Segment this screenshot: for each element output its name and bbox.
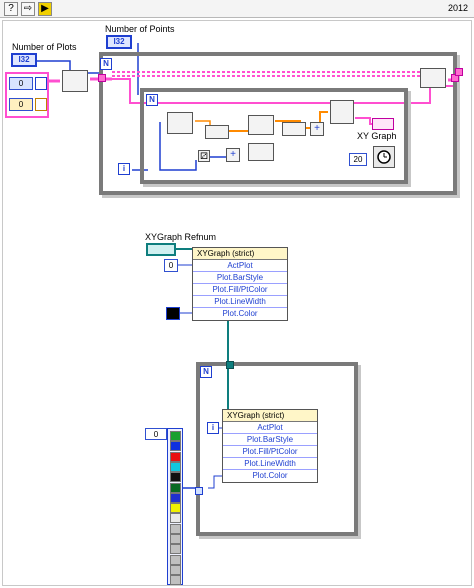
- build-array-node[interactable]: [62, 70, 88, 92]
- outer-loop-count-terminal: N: [100, 58, 112, 70]
- cluster-swatch-0: [35, 77, 47, 90]
- compound-node[interactable]: [205, 125, 229, 139]
- actplot-const[interactable]: 0: [164, 259, 178, 272]
- property-node-title: XYGraph (strict): [193, 248, 287, 260]
- palette-swatch[interactable]: [170, 461, 181, 472]
- prop-barstyle[interactable]: Plot.BarStyle: [193, 272, 287, 284]
- outer-loop-input-tunnel: [98, 74, 106, 82]
- bottom-loop-count-terminal: N: [200, 366, 212, 378]
- run-icon[interactable]: ▶: [38, 2, 52, 16]
- dice-icon[interactable]: ⚂: [198, 150, 210, 162]
- help-icon[interactable]: ?: [4, 2, 18, 16]
- cluster-value-1[interactable]: 0: [9, 98, 33, 111]
- palette-swatch[interactable]: [170, 492, 181, 503]
- prop-actplot[interactable]: ActPlot: [193, 260, 287, 272]
- palette-swatch[interactable]: [170, 523, 181, 534]
- outer-for-loop[interactable]: N: [98, 52, 459, 195]
- bottom-loop-refnum-tunnel: [226, 361, 234, 369]
- prop-linewidth[interactable]: Plot.LineWidth: [193, 296, 287, 308]
- window-toolbar: ? ⇨ ▶ 2012: [0, 0, 474, 18]
- cluster-swatch-1: [35, 98, 47, 111]
- palette-swatch[interactable]: [170, 575, 181, 586]
- inner-loop-count-terminal: N: [146, 94, 158, 106]
- palette-swatch[interactable]: [170, 441, 181, 452]
- output-tunnel: [455, 68, 463, 76]
- inner-loop-iteration-terminal: i: [118, 163, 130, 175]
- property-node-2[interactable]: XYGraph (strict) ActPlot Plot.BarStyle P…: [222, 409, 318, 483]
- palette-swatch[interactable]: [170, 503, 181, 514]
- bottom-loop-iteration-terminal: i: [207, 422, 219, 434]
- clock-icon[interactable]: [373, 146, 395, 168]
- palette-swatch[interactable]: [170, 431, 181, 441]
- xy-graph-terminal[interactable]: [372, 118, 394, 130]
- palette-swatch[interactable]: [170, 534, 181, 544]
- number-of-plots-label: Number of Plots: [12, 42, 77, 52]
- palette-swatch[interactable]: [170, 472, 181, 483]
- refnum-label: XYGraph Refnum: [145, 232, 217, 242]
- compound-node-2[interactable]: [282, 122, 306, 136]
- palette-swatch[interactable]: [170, 482, 181, 493]
- add-operator-2[interactable]: +: [310, 122, 324, 136]
- palette-swatch[interactable]: [170, 564, 181, 575]
- clock-face: [377, 150, 391, 164]
- prop2-barstyle[interactable]: Plot.BarStyle: [223, 434, 317, 446]
- refnum-control[interactable]: [146, 243, 176, 256]
- number-of-points-label: Number of Points: [105, 24, 175, 34]
- bundle-node[interactable]: [330, 100, 354, 124]
- prop2-fill-ptcolor[interactable]: Plot.Fill/PtColor: [223, 446, 317, 458]
- palette-swatch[interactable]: [170, 554, 181, 565]
- inner-for-loop[interactable]: N: [140, 88, 408, 184]
- number-of-points-control[interactable]: I32: [106, 35, 132, 49]
- prop2-actplot[interactable]: ActPlot: [223, 422, 317, 434]
- cluster-control[interactable]: 0 0: [5, 72, 49, 118]
- palette-swatch[interactable]: [170, 513, 181, 524]
- color-palette-array[interactable]: [167, 428, 183, 586]
- add-operator[interactable]: +: [226, 148, 240, 162]
- palette-swatch[interactable]: [170, 544, 181, 555]
- cluster-value-0[interactable]: 0: [9, 77, 33, 90]
- version-label: 2012: [447, 3, 468, 13]
- prop2-color[interactable]: Plot.Color: [223, 470, 317, 482]
- xy-graph-label: XY Graph: [357, 131, 397, 141]
- forward-arrow-icon[interactable]: ⇨: [21, 2, 35, 16]
- bottom-loop-indexing-tunnel: [195, 487, 203, 495]
- palette-swatch[interactable]: [170, 451, 181, 462]
- prop-fill-ptcolor[interactable]: Plot.Fill/PtColor: [193, 284, 287, 296]
- property-node[interactable]: XYGraph (strict) ActPlot Plot.BarStyle P…: [192, 247, 288, 321]
- array-node-out[interactable]: [420, 68, 446, 88]
- array-node-3[interactable]: [248, 143, 274, 161]
- bottom-for-loop[interactable]: N: [195, 361, 358, 536]
- palette-index[interactable]: 0: [145, 428, 167, 440]
- property-node-2-title: XYGraph (strict): [223, 410, 317, 422]
- number-of-plots-control[interactable]: I32: [11, 53, 37, 67]
- prop-color[interactable]: Plot.Color: [193, 308, 287, 320]
- wait-const[interactable]: 20: [349, 153, 367, 166]
- color-const[interactable]: [166, 307, 180, 320]
- prop2-linewidth[interactable]: Plot.LineWidth: [223, 458, 317, 470]
- array-node-1[interactable]: [167, 112, 193, 134]
- array-node-2[interactable]: [248, 115, 274, 135]
